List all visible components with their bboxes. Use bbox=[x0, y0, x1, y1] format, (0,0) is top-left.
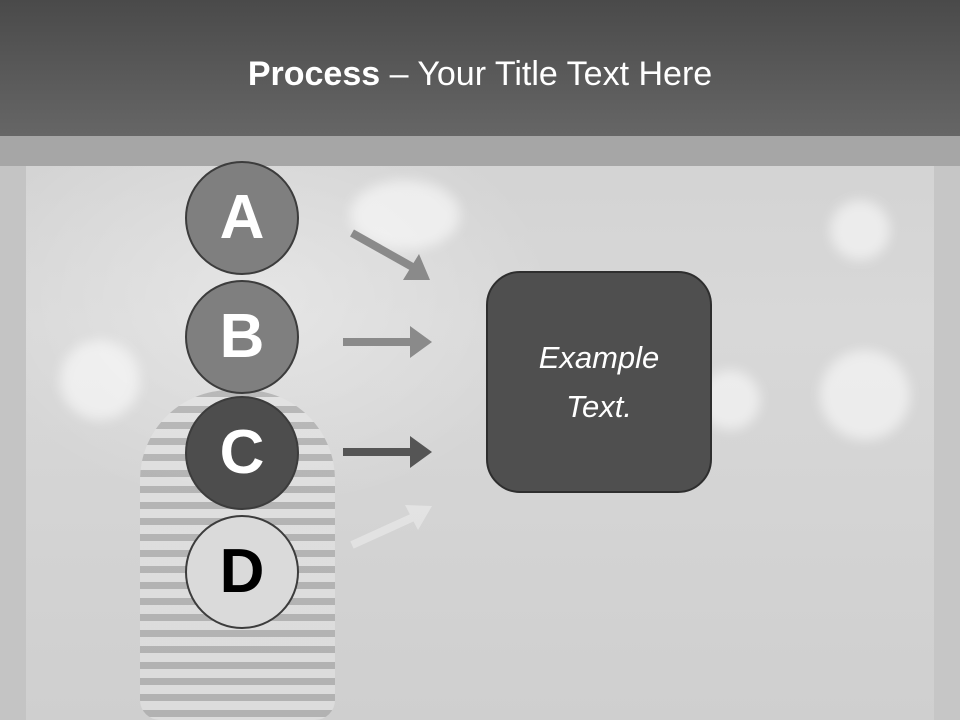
arrow-b bbox=[343, 326, 432, 358]
step-b-letter: B bbox=[219, 302, 265, 371]
slide-title: Process – Your Title Text Here bbox=[0, 54, 960, 94]
example-text: Example Text. bbox=[538, 340, 660, 424]
step-c-letter: C bbox=[219, 418, 265, 487]
step-a-letter: A bbox=[219, 183, 265, 252]
bokeh-light bbox=[820, 350, 910, 440]
header-band bbox=[0, 136, 960, 166]
left-border bbox=[0, 166, 26, 720]
bokeh-light bbox=[60, 340, 140, 420]
title-bold: Process bbox=[247, 55, 381, 93]
arrow-d bbox=[350, 505, 432, 549]
bokeh-light bbox=[830, 200, 890, 260]
example-text-box: Example Text. bbox=[486, 271, 712, 493]
step-d-letter: D bbox=[219, 537, 265, 606]
step-a-circle: A bbox=[185, 161, 299, 275]
step-d-circle: D bbox=[185, 515, 299, 629]
right-border bbox=[934, 166, 960, 720]
title-bar: Process – Your Title Text Here bbox=[0, 0, 960, 136]
title-rest: – Your Title Text Here bbox=[380, 55, 713, 93]
arrow-a bbox=[350, 229, 430, 280]
arrow-c bbox=[343, 436, 432, 468]
step-b-circle: B bbox=[185, 280, 299, 394]
step-c-circle: C bbox=[185, 396, 299, 510]
